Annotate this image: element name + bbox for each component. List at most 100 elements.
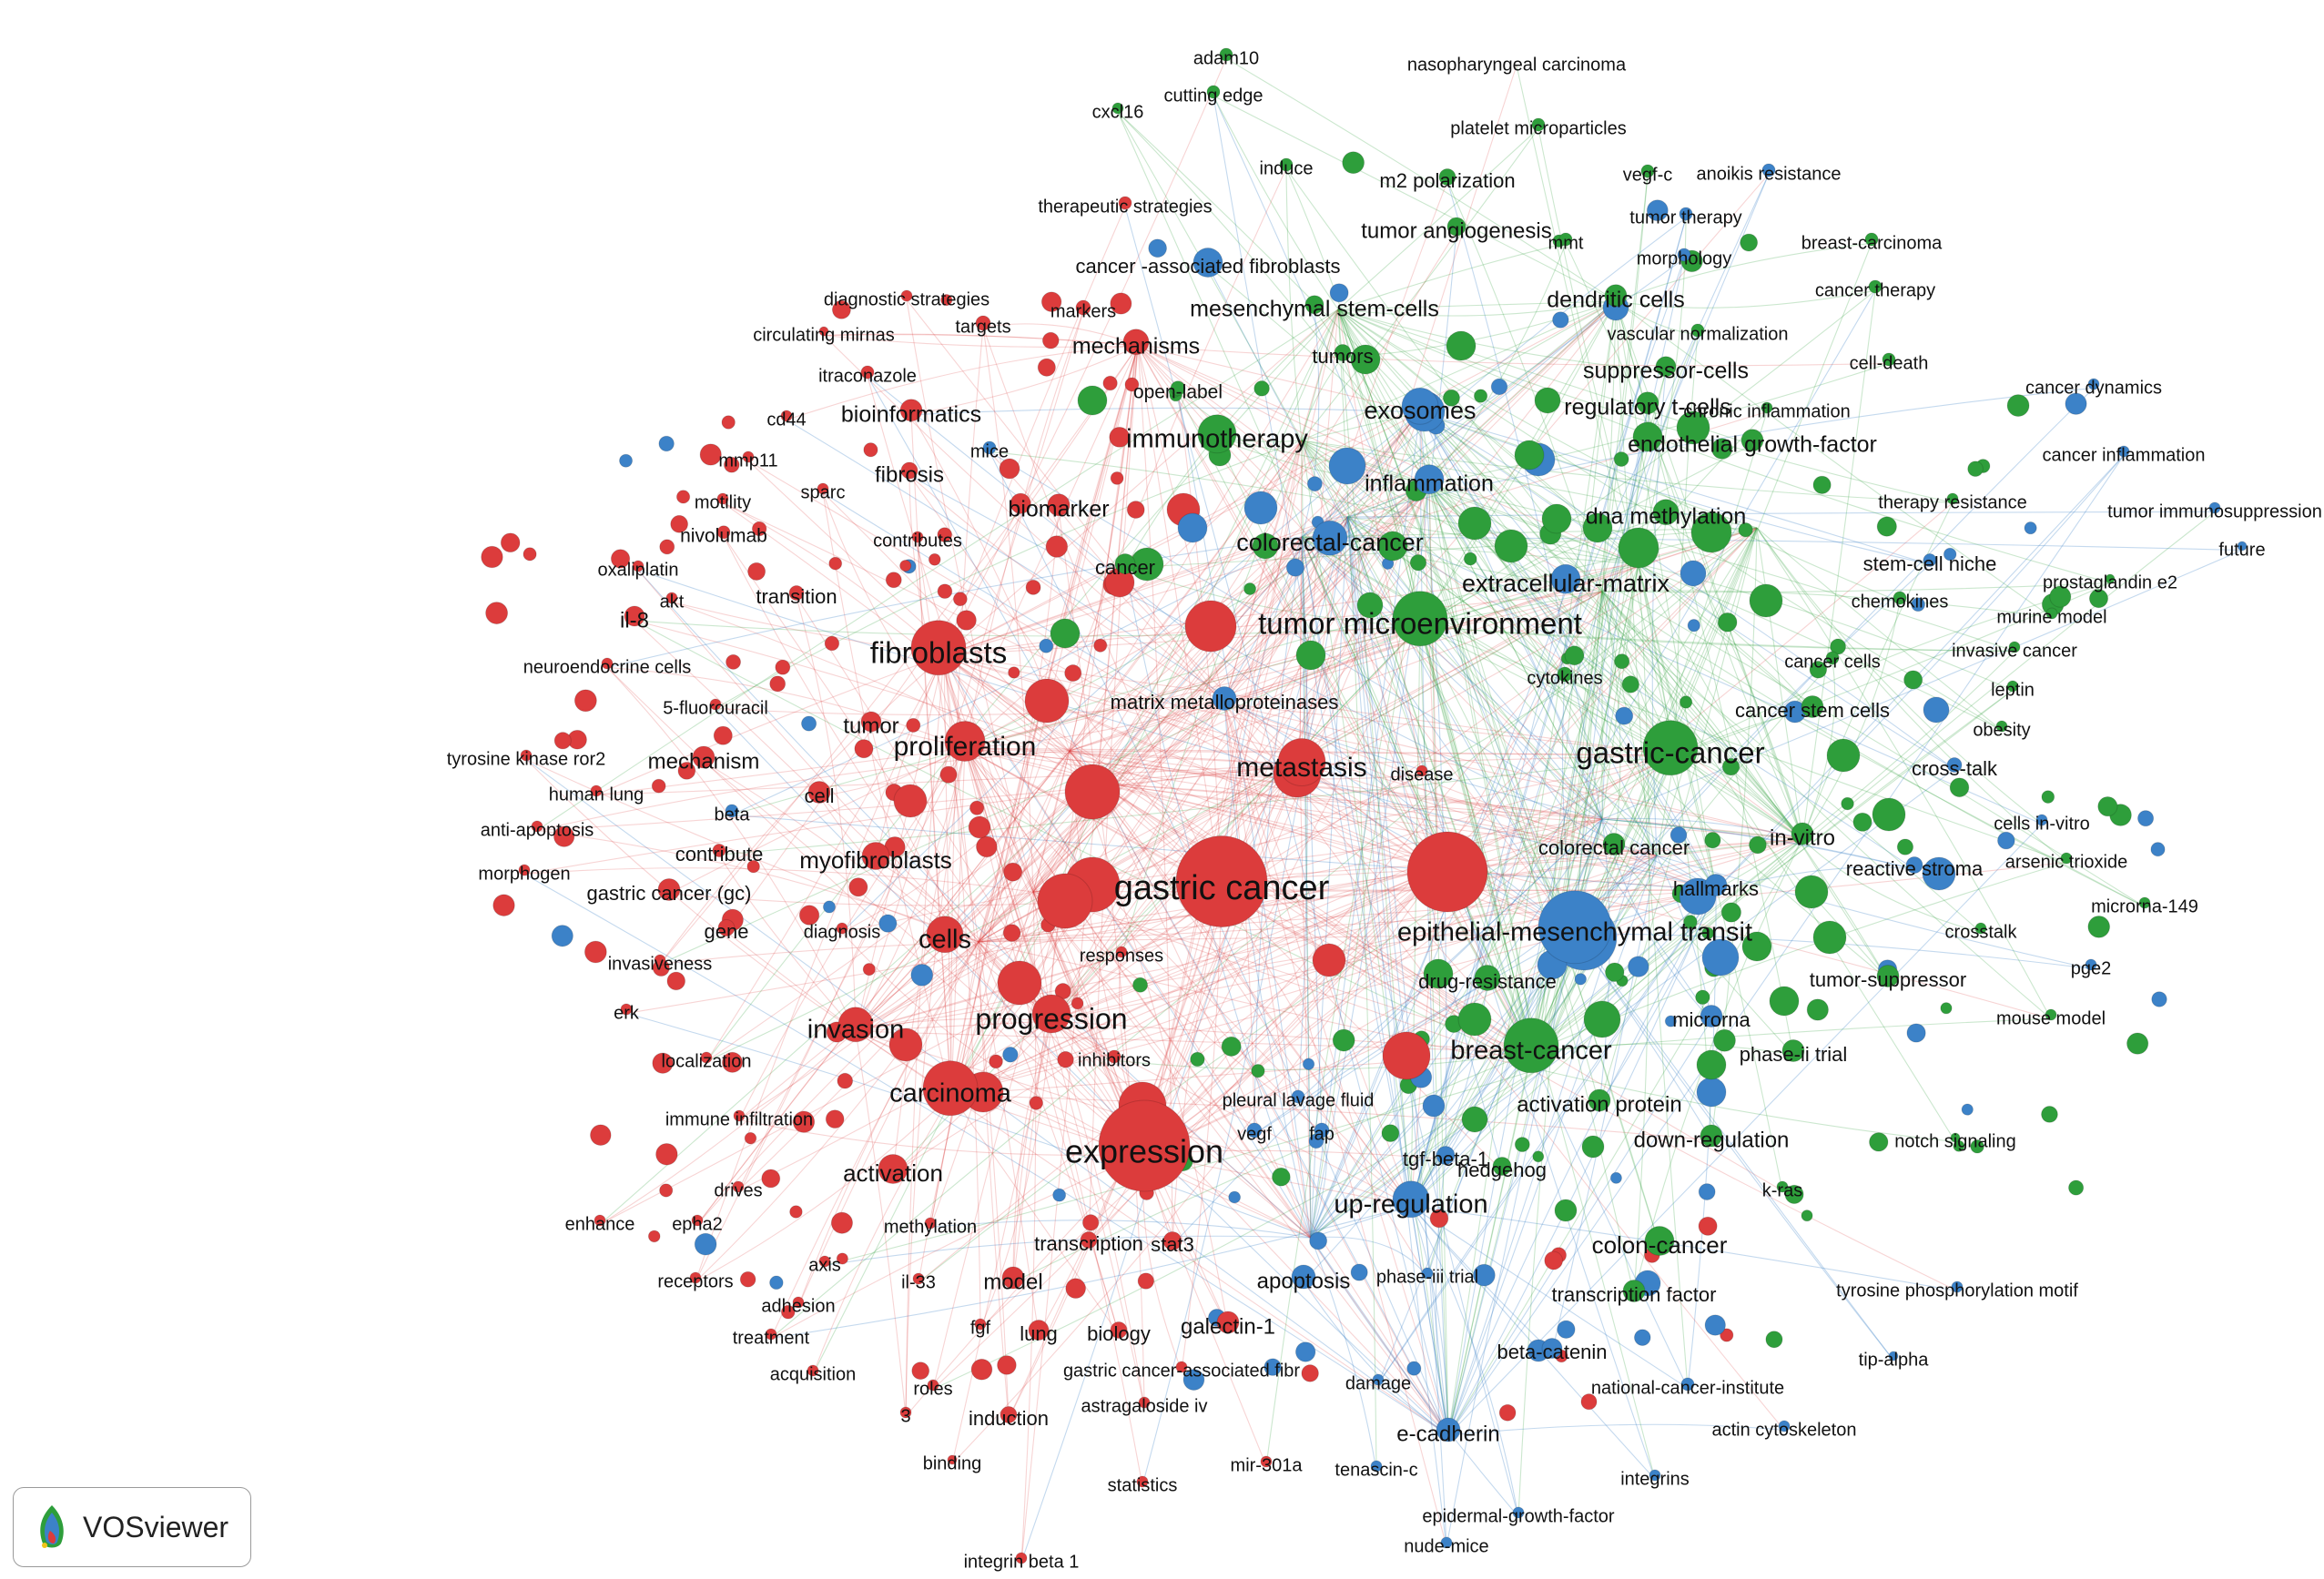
node-green[interactable] [1995,720,2008,733]
node-blue[interactable] [2085,958,2097,971]
node-blue[interactable] [1633,1329,1651,1346]
node-blue[interactable] [1052,1188,1067,1202]
node-blue[interactable] [2117,445,2130,458]
node-hub-green[interactable] [1696,1049,1727,1080]
node-red[interactable] [952,592,968,607]
node-green[interactable] [1532,1150,1545,1163]
node-label[interactable]: markers [1050,301,1116,321]
node-label[interactable]: epha2 [672,1214,723,1234]
node-red[interactable] [828,556,843,571]
node-blue[interactable] [1761,163,1776,177]
node-green[interactable] [1111,102,1124,115]
node-label[interactable]: invasion [807,1016,904,1045]
node-red[interactable] [717,919,736,936]
node-hub-green[interactable] [1514,440,1545,471]
node-red[interactable] [798,905,820,926]
node-red[interactable] [860,365,875,380]
node-red[interactable] [1138,1396,1151,1409]
node-label[interactable]: morphogen [478,864,570,884]
node-red[interactable] [1002,924,1021,942]
node-green[interactable] [2138,896,2151,909]
node-red[interactable] [1126,501,1145,520]
node-red[interactable] [659,539,675,555]
node-red[interactable] [1071,997,1084,1010]
node-green[interactable] [1190,1051,1205,1068]
node-label[interactable]: national-cancer-institute [1591,1378,1784,1398]
node-red[interactable] [789,1205,803,1219]
node-blue[interactable] [1294,1341,1316,1362]
node-blue[interactable] [800,715,817,732]
node-label[interactable]: adhesion [761,1296,835,1316]
node-red[interactable] [1136,1475,1149,1488]
node-green[interactable] [1558,232,1573,247]
node-blue[interactable] [1291,1089,1305,1104]
node-label[interactable]: gene [705,920,749,943]
node-label[interactable]: akt [660,592,685,612]
node-label[interactable]: pleural lavage fluid [1223,1090,1375,1110]
node-hub-blue[interactable] [1243,491,1278,525]
node-label[interactable]: erk [614,1003,640,1023]
node-label[interactable]: anti-apoptosis [481,820,594,840]
node-label[interactable]: tumor [843,714,898,738]
node-green[interactable] [1446,217,1466,237]
node-red[interactable] [651,778,666,794]
node-green[interactable] [1738,522,1753,538]
node-label[interactable]: mmp11 [718,450,777,471]
node-hub-green[interactable] [1583,1000,1621,1038]
node-red[interactable] [956,610,977,631]
node-label[interactable]: cytokines [1527,668,1602,688]
node-label[interactable]: anoikis resistance [1697,164,1842,184]
node-blue[interactable] [1246,1122,1263,1139]
node-label[interactable]: chronic inflammation [1683,401,1850,421]
node-red[interactable] [900,289,913,302]
node-red[interactable] [836,922,848,935]
node-blue[interactable] [1436,1417,1461,1442]
node-label[interactable]: neuroendocrine cells [523,657,692,677]
node-blue[interactable] [1951,1280,1964,1293]
node-red[interactable] [1416,764,1428,777]
node-red[interactable] [924,1217,937,1230]
node-label[interactable]: beta-catenin [1497,1341,1607,1363]
node-blue[interactable] [1401,387,1439,425]
node-label[interactable]: phase-iii trial [1376,1267,1478,1287]
node-label[interactable]: cd44 [766,410,806,430]
node-label[interactable]: pge2 [2071,958,2112,978]
node-hub-blue[interactable] [1680,560,1707,587]
node-red[interactable] [652,1052,674,1074]
node-label[interactable]: suppressor-cells [1583,359,1749,384]
node-label[interactable]: breast-cancer [1450,1037,1612,1066]
node-label[interactable]: myofibroblasts [799,846,952,874]
node-green[interactable] [1342,151,1365,175]
node-red[interactable] [906,717,921,733]
node-label[interactable]: activation [843,1159,943,1187]
node-red[interactable] [817,482,829,495]
node-blue[interactable] [1700,1005,1723,1027]
node-green[interactable] [1710,438,1733,460]
node-green[interactable] [1765,1331,1783,1349]
node-label[interactable]: tgf-beta-1 [1403,1148,1488,1170]
node-label[interactable]: diagnosis [804,922,881,942]
node-green[interactable] [1940,1002,1953,1015]
node-label[interactable]: transcription [1034,1232,1143,1255]
node-blue[interactable] [2208,501,2221,514]
node-label[interactable]: cancer [1095,556,1155,579]
node-label[interactable]: transition [756,585,837,608]
node-red[interactable] [492,894,515,916]
node-red[interactable] [1001,1266,1025,1290]
node-label[interactable]: il-8 [620,608,649,633]
node-blue[interactable] [1285,558,1305,577]
node-red[interactable] [831,299,851,319]
node-red[interactable] [1175,835,1268,927]
node-red[interactable] [911,1361,930,1381]
node-green[interactable] [1644,1226,1675,1256]
node-green[interactable] [1784,1184,1804,1204]
node-blue[interactable] [1312,520,1348,556]
node-label[interactable]: contributes [873,531,962,551]
node-red[interactable] [1720,1328,1734,1342]
node-green[interactable] [1740,429,1764,452]
node-label[interactable]: crosstalk [1945,922,2018,942]
node-green[interactable] [1830,638,1847,655]
node-green[interactable] [2105,573,2116,584]
node-blue[interactable] [1472,1263,1496,1287]
node-label[interactable]: model [983,1270,1042,1294]
